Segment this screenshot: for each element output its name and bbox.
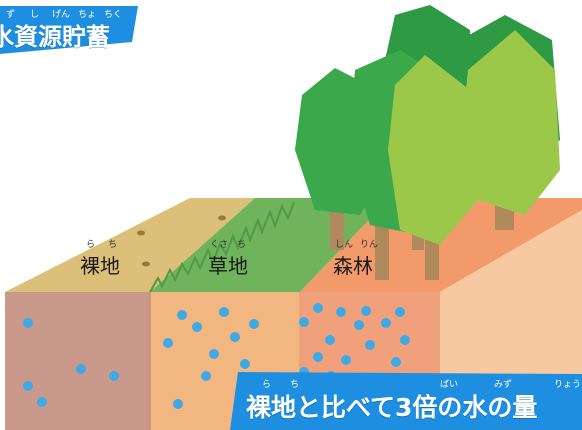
water-drop <box>23 381 33 391</box>
bottom-ruby-chi: ち <box>290 380 300 390</box>
title-ruby-chiku: ちく <box>104 10 123 20</box>
label-grass-ruby-chi: ち <box>237 240 247 250</box>
water-drop <box>240 359 250 369</box>
water-drop <box>400 335 410 345</box>
water-drop <box>109 371 119 381</box>
tree-crown <box>388 55 478 245</box>
water-drop <box>201 371 211 381</box>
water-drop <box>163 338 173 348</box>
label-forest-ruby-shin: しん <box>335 240 354 250</box>
soil-clod <box>218 215 226 221</box>
soil-clod <box>137 230 145 236</box>
soil-clod <box>142 261 150 267</box>
label-bare-ruby-chi: ち <box>108 240 118 250</box>
bottom-ruby-ra: ら <box>262 380 272 390</box>
grass-blades <box>149 201 295 293</box>
water-drop <box>23 318 33 328</box>
water-drop <box>313 303 323 313</box>
water-drop <box>37 397 47 407</box>
water-drop <box>249 319 259 329</box>
title-badge-text: 水資源貯蓄 <box>0 23 110 51</box>
bottom-ruby-ryou: りょう <box>554 380 582 390</box>
tree-crown <box>462 30 560 215</box>
water-drop <box>381 318 391 328</box>
water-drop <box>313 352 323 362</box>
label-forest: 森林 <box>333 254 373 278</box>
label-grass-ruby-kusa: くさ <box>210 240 229 250</box>
label-bare-ruby-ra: ら <box>86 240 96 250</box>
water-drop <box>219 307 229 317</box>
bottom-ruby-bai: ばい <box>440 380 459 390</box>
label-bare-ground: 裸地 <box>80 254 120 278</box>
water-drop <box>173 399 183 409</box>
water-drop <box>76 364 86 374</box>
bottom-ruby-mizu: みず <box>494 380 513 390</box>
water-drop <box>230 332 240 342</box>
bottom-badge-shape <box>230 372 582 430</box>
water-drop <box>177 310 187 320</box>
bare-soil-layer <box>5 292 150 430</box>
label-forest-ruby-rin: りん <box>360 240 379 250</box>
water-drop <box>395 307 405 317</box>
water-drop <box>325 335 335 345</box>
bottom-badge-text: 裸地と比べて3倍の水の量 <box>246 393 538 422</box>
water-drop <box>299 317 309 327</box>
forest-trees <box>295 5 560 280</box>
water-drop <box>361 306 371 316</box>
title-ruby-shi: し <box>30 10 40 20</box>
water-drop <box>336 307 346 317</box>
water-drop <box>209 349 219 359</box>
bare-ground-top <box>5 198 255 292</box>
water-drop <box>192 322 202 332</box>
title-ruby-gen: げん <box>52 10 71 20</box>
water-drop <box>354 320 364 330</box>
title-badge-shape <box>0 6 138 54</box>
label-grass-ground: 草地 <box>208 254 248 278</box>
title-ruby-cho: ちょ <box>78 10 97 20</box>
water-drop <box>365 340 375 350</box>
water-drop <box>341 355 351 365</box>
title-ruby-zu: ず <box>6 10 16 20</box>
water-drop <box>391 357 401 367</box>
